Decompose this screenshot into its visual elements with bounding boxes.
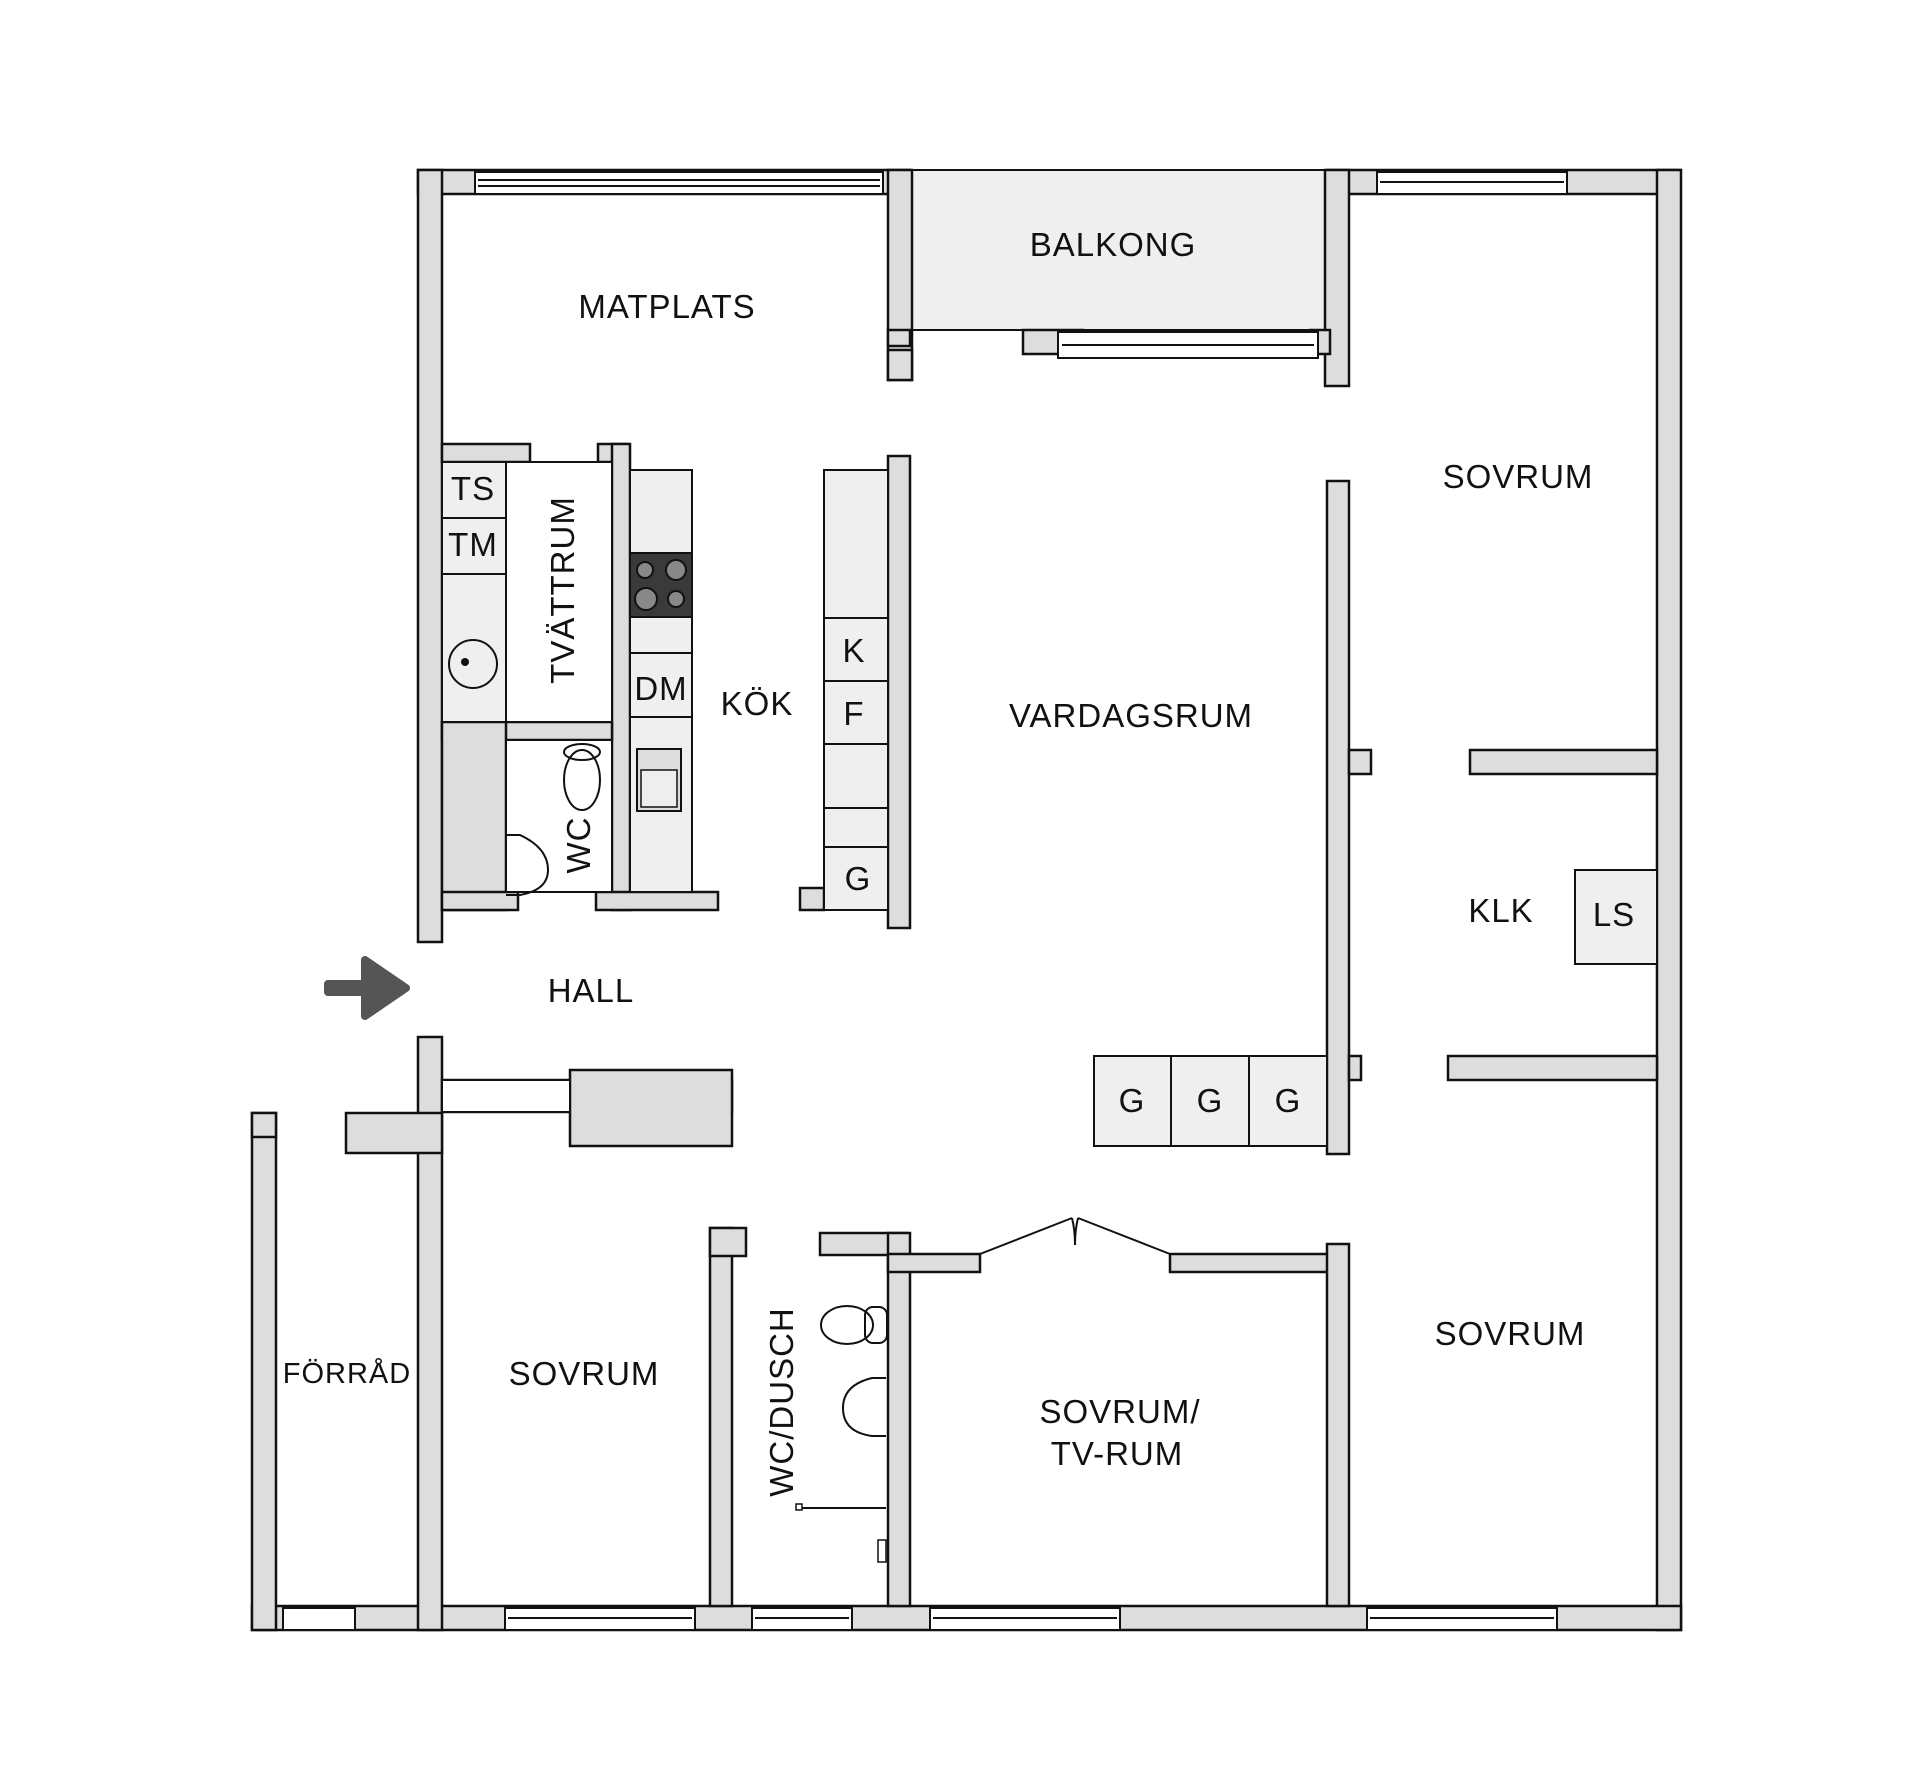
room-label-sovrum-ne: SOVRUM	[1443, 458, 1594, 495]
entrance-arrow-icon	[324, 956, 410, 1020]
room-label-wc: WC	[560, 817, 597, 874]
fixture-label-ts: TS	[451, 470, 495, 507]
room-label-kok: KÖK	[721, 685, 794, 722]
room-label-forrad: FÖRRÅD	[283, 1357, 411, 1390]
room-label-wc-dusch: WC/DUSCH	[763, 1307, 800, 1496]
fixture-label-tm: TM	[448, 526, 498, 563]
balcony	[886, 168, 1351, 388]
windows	[282, 171, 1568, 1631]
room-label-hall: HALL	[548, 972, 635, 1009]
room-labels: MATPLATS BALKONG SOVRUM TVÄTTRUM KÖK VAR…	[283, 226, 1594, 1497]
fixture-labels: TS TM DM K F G LS G G G	[448, 470, 1635, 1119]
interior-walls	[344, 442, 1659, 1608]
room-label-sovrum-se: SOVRUM	[1435, 1315, 1586, 1352]
room-label-tvattrum: TVÄTTRUM	[544, 496, 581, 684]
fixture-label-g-kitchen: G	[845, 860, 872, 897]
kitchen-counter-left	[629, 469, 693, 893]
wc-fixtures	[505, 739, 613, 896]
laundry-fixtures	[441, 461, 613, 723]
fixture-label-g3: G	[1275, 1082, 1302, 1119]
fixture-label-ls: LS	[1593, 896, 1635, 933]
bathroom-fixtures	[795, 1305, 888, 1563]
room-label-sovrum-sw: SOVRUM	[509, 1355, 660, 1392]
room-label-sovrum-tv-2: TV-RUM	[1051, 1435, 1184, 1472]
fixture-label-f: F	[843, 695, 864, 732]
fixture-label-k: K	[842, 632, 865, 669]
fixture-label-g2: G	[1197, 1082, 1224, 1119]
fixture-label-dm: DM	[634, 670, 687, 707]
room-label-vardagsrum: VARDAGSRUM	[1009, 697, 1253, 734]
fixture-label-g1: G	[1119, 1082, 1146, 1119]
ls-cabinet	[1574, 869, 1658, 965]
wardrobe-row	[1093, 1055, 1328, 1147]
room-label-klk: KLK	[1468, 892, 1533, 929]
kitchen-counter-right	[823, 469, 889, 911]
room-label-balkong: BALKONG	[1030, 226, 1197, 263]
room-label-matplats: MATPLATS	[578, 288, 755, 325]
room-label-sovrum-tv-1: SOVRUM/	[1039, 1393, 1200, 1430]
double-door	[979, 1217, 1171, 1255]
